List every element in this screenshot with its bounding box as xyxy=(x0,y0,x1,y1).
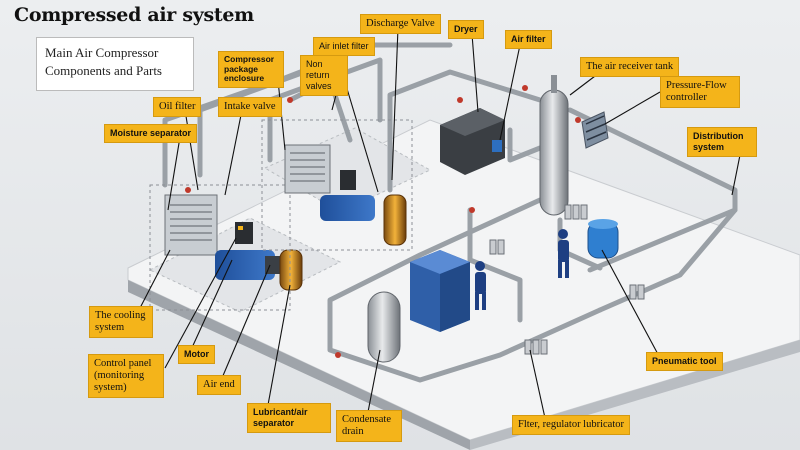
compressor-package-2 xyxy=(261,119,413,251)
valve-markers xyxy=(185,85,581,358)
label-intake-valve: Intake valve xyxy=(218,97,282,117)
page-title: Compressed air system xyxy=(14,4,254,26)
label-air-inlet-filter: Air inlet filter xyxy=(313,37,375,56)
label-non-return-valves: Non return valves xyxy=(300,55,348,96)
label-condensate-drain: Condensate drain xyxy=(336,410,402,442)
machine-block xyxy=(410,250,470,332)
label-air-receiver-tank: The air receiver tank xyxy=(580,57,680,77)
subtitle-box: Main Air Compressor Components and Parts xyxy=(36,37,194,91)
air-receiver-tank xyxy=(539,75,569,216)
label-air-filter: Air filter xyxy=(505,30,552,49)
label-moisture-separator: Moisture separator xyxy=(104,124,198,143)
label-lubricant-air-separator: Lubricant/air separator xyxy=(247,403,331,433)
label-motor: Motor xyxy=(178,345,215,364)
label-cooling-system: The cooling system xyxy=(89,306,153,338)
compressor-package-1 xyxy=(149,184,303,311)
label-pressure-flow-controller: Pressure-Flow controller xyxy=(660,76,740,108)
worker-2 xyxy=(558,229,569,278)
label-pneumatic-tool: Pneumatic tool xyxy=(646,352,723,371)
label-filter-regulator-lubricator: Flter, regulator lubricator xyxy=(512,415,630,435)
label-distribution-system: Distribution system xyxy=(687,127,757,157)
dryer-unit xyxy=(440,108,505,175)
frl-units xyxy=(489,204,645,355)
worker-1 xyxy=(475,261,486,310)
label-control-panel: Control panel (monitoring system) xyxy=(88,354,164,398)
pneumatic-tool-tank xyxy=(587,219,619,259)
label-air-end: Air end xyxy=(197,375,241,395)
pipe-network xyxy=(162,42,738,383)
label-discharge-valve: Discharge Valve xyxy=(360,14,441,34)
label-dryer: Dryer xyxy=(448,20,484,39)
leader-lines xyxy=(139,27,741,419)
label-compressor-package-enclosure: Compressor package enclosure xyxy=(218,51,284,88)
pressure-flow-controller xyxy=(581,111,609,149)
label-oil-filter: Oil filter xyxy=(153,97,202,117)
secondary-tank xyxy=(367,291,401,363)
